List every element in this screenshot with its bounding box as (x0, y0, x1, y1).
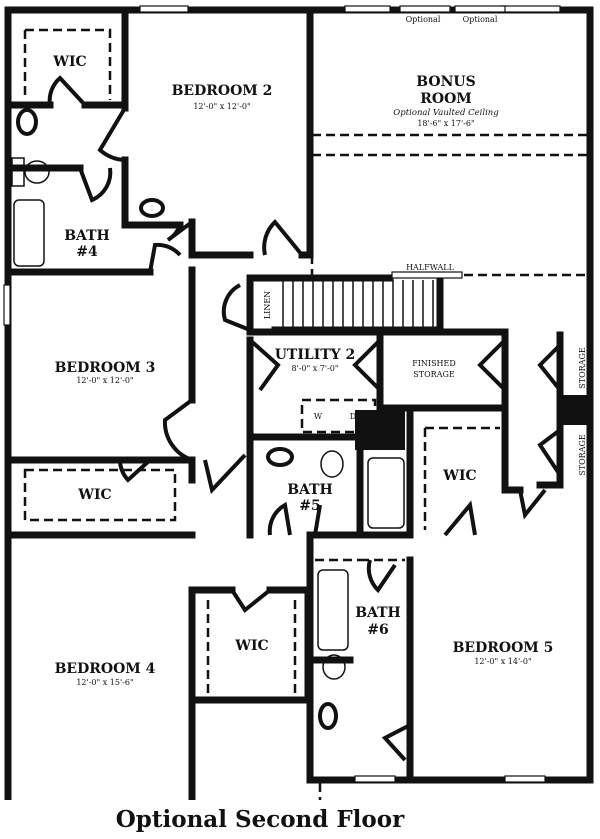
stairs (271, 271, 463, 334)
bedroom2-label: BEDROOM 2 (172, 83, 273, 99)
bonus-label-2: ROOM (420, 91, 472, 107)
bedroom4-dim: 12'-0" x 15'-6" (76, 678, 133, 687)
bath6-label-2: #6 (367, 622, 388, 638)
wic-top-label: WIC (52, 54, 86, 70)
doors (47, 75, 562, 762)
toilet-icon (322, 654, 346, 680)
bedroom5-label: BEDROOM 5 (453, 640, 554, 656)
bath6-label-1: BATH (355, 605, 401, 621)
bath4-label-2: #4 (76, 244, 98, 260)
bonus-note: Optional Vaulted Ceiling (393, 108, 499, 118)
bedroom3-label: BEDROOM 3 (55, 360, 156, 376)
toilet-icon (24, 160, 50, 184)
optional-window-1: Optional (406, 15, 441, 24)
wic-bed5-label: WIC (442, 468, 476, 484)
sink-icon (16, 108, 38, 136)
dryer-label: D (350, 412, 356, 421)
bedroom2-dim: 12'-0" x 12'-0" (193, 102, 250, 111)
finished-storage-label-1: FINISHED (412, 359, 456, 368)
floor-plan-title: Optional Second Floor (115, 806, 405, 833)
wic-bed4-label: WIC (234, 638, 268, 654)
sink-icon (139, 198, 165, 218)
sink-icon (266, 447, 294, 467)
dashed-lines (23, 28, 588, 695)
washer-label: W (314, 412, 323, 421)
bonus-dim: 18'-6" x 17'-6" (417, 119, 474, 128)
bonus-label-1: BONUS (416, 74, 475, 90)
bathtub-icon (317, 569, 349, 651)
linen-label: LINEN (263, 291, 272, 319)
bathtub-icon (13, 199, 45, 267)
floor-plan: WIC BEDROOM 2 12'-0" x 12'-0" BONUS ROOM… (3, 5, 594, 800)
utility2-dim: 8'-0" x 7'-0" (291, 364, 338, 373)
toilet-tank-icon (11, 157, 25, 187)
bath4-label-1: BATH (64, 228, 110, 244)
storage-label-2: STORAGE (578, 434, 587, 476)
finished-storage-label-2: STORAGE (413, 370, 455, 379)
bath5-label-2: #5 (299, 498, 320, 514)
windows (3, 5, 561, 783)
bedroom3-dim: 12'-0" x 12'-0" (76, 376, 133, 385)
wic-bed3-label: WIC (77, 487, 111, 503)
halfwall-label: HALFWALL (406, 263, 455, 272)
storage-label-1: STORAGE (578, 347, 587, 389)
toilet-icon (320, 450, 344, 478)
sink-icon (318, 702, 338, 730)
bedroom5-dim: 12'-0" x 14'-0" (474, 657, 531, 666)
interior-walls (4, 6, 590, 784)
bath5-label-1: BATH (287, 482, 333, 498)
optional-window-2: Optional (463, 15, 498, 24)
fixtures (11, 108, 405, 730)
bedroom4-label: BEDROOM 4 (55, 661, 156, 677)
utility2-label: UTILITY 2 (275, 347, 356, 363)
bathtub-icon (367, 457, 405, 529)
